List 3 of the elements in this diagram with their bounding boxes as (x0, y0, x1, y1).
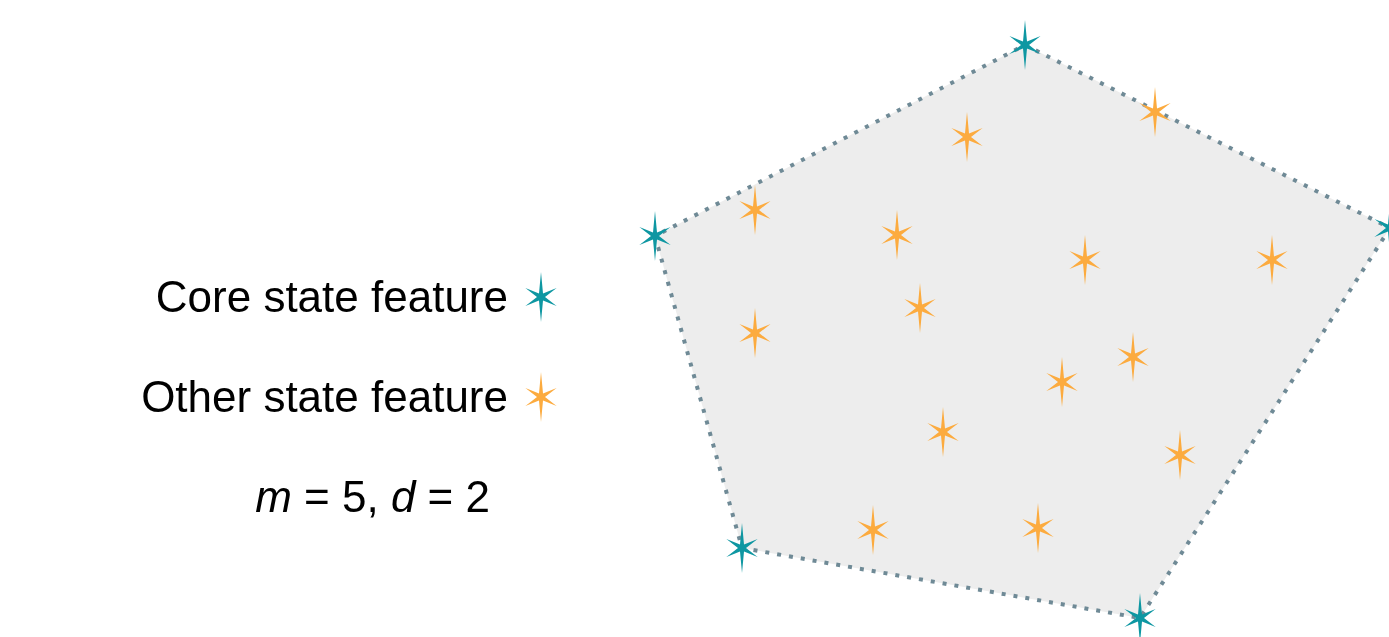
legend-label: Core state feature (155, 271, 508, 323)
parameter-note: m = 5, d = 2 (255, 471, 490, 523)
legend-label: Other state feature (141, 371, 508, 423)
